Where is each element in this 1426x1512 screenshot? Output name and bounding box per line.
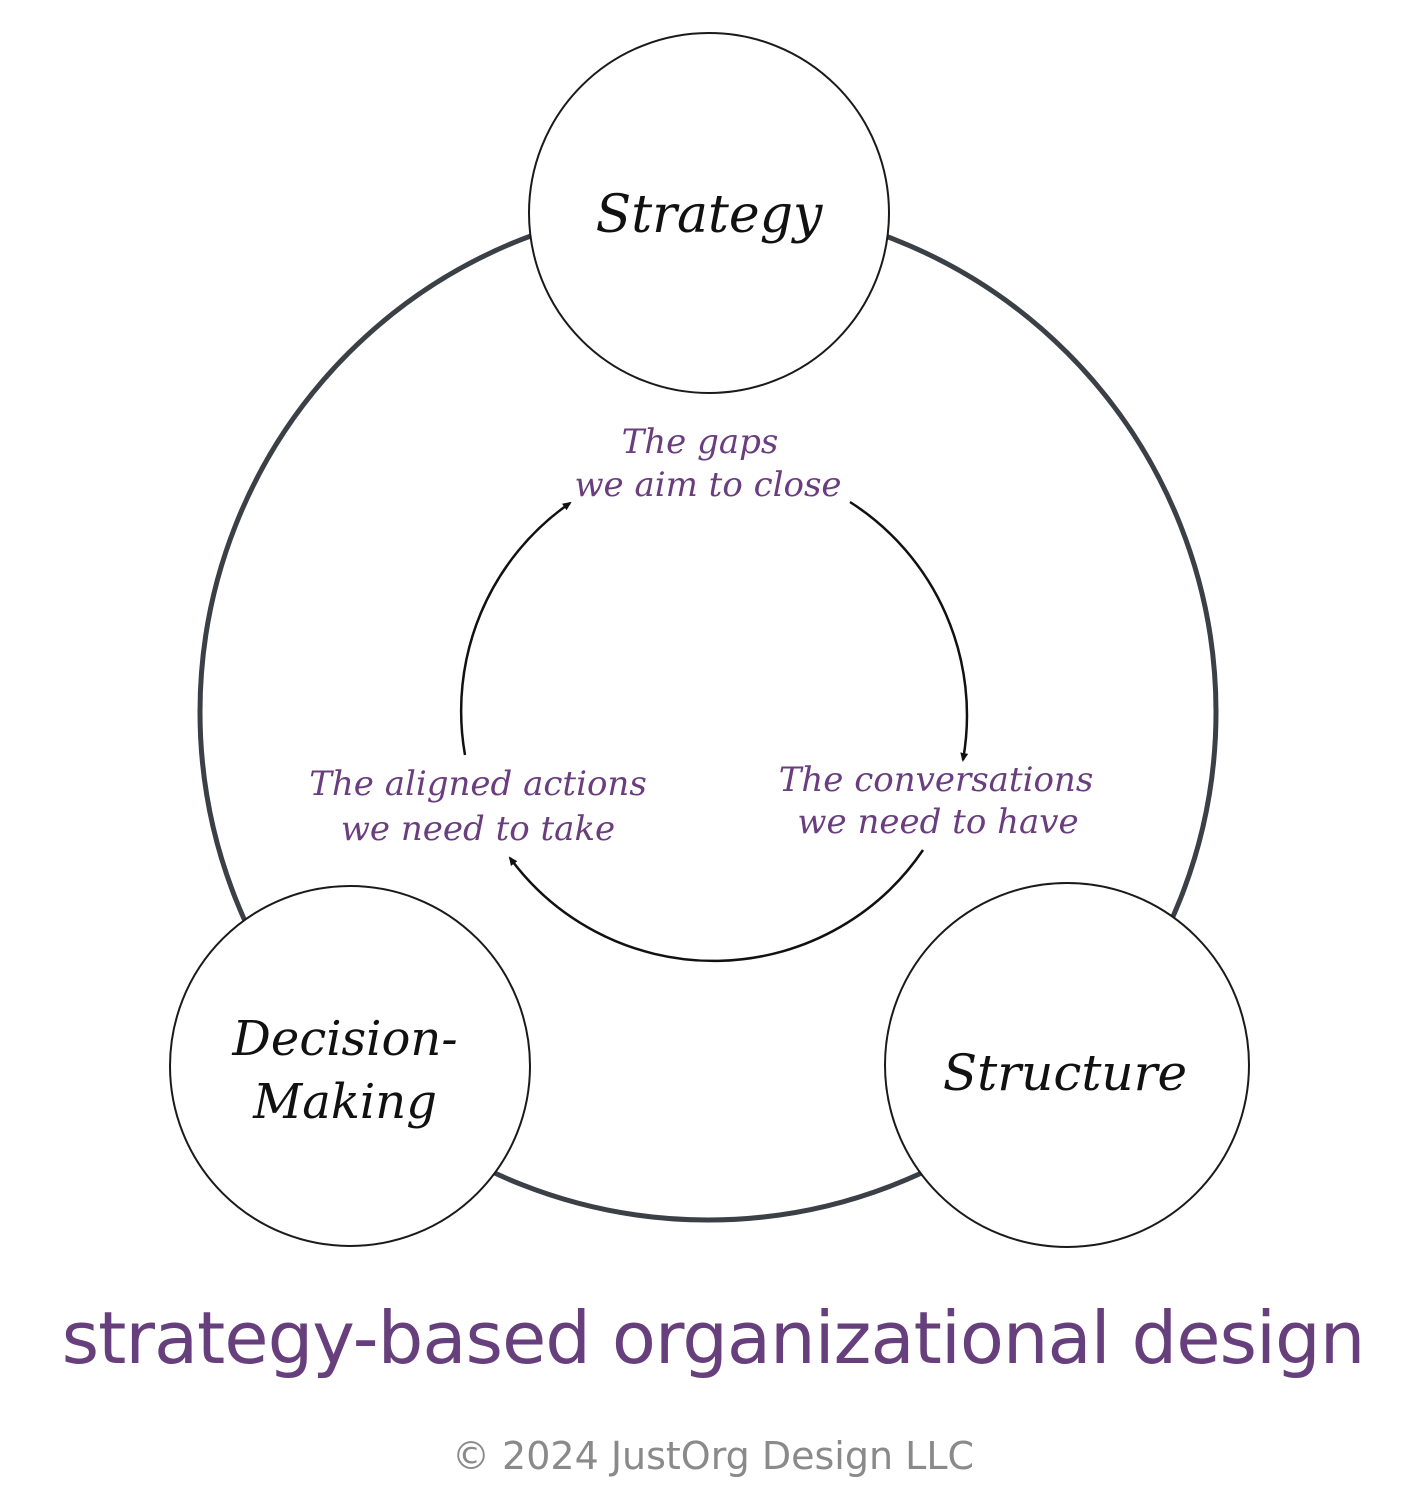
decision-making-circle [169,885,531,1247]
actions-line2: we need to take [341,809,615,849]
cycle-arrow-gaps-to-conversations [849,500,969,762]
cycle-label-actions: The aligned actions we need to take [309,764,647,849]
strategy-label: Strategy [596,185,823,245]
cycle-arrow-conversations-to-actions [508,849,925,963]
conversations-line2: we need to have [797,802,1078,842]
copyright-notice: © 2024 JustOrg Design LLC [451,1434,975,1478]
cycle-label-conversations: The conversations we need to have [779,760,1094,842]
node-strategy: Strategy [528,32,890,394]
gaps-line1: The gaps [622,422,779,462]
decision-making-label-line1: Decision- [231,1011,457,1067]
structure-circle [884,882,1250,1248]
actions-line1: The aligned actions [309,764,647,804]
gaps-line2: we aim to close [574,465,841,505]
cycle-label-gaps: The gaps we aim to close [574,422,841,505]
conversations-line1: The conversations [779,760,1094,800]
cycle-arrow-actions-to-gaps [459,501,572,756]
strategy-circle [528,32,890,394]
node-structure: Structure [884,882,1250,1248]
decision-making-label-line2: Making [252,1074,437,1130]
page-title: strategy-based organizational design [61,1296,1366,1380]
structure-label: Structure [943,1044,1187,1102]
node-decision-making: Decision- Making [169,885,531,1247]
